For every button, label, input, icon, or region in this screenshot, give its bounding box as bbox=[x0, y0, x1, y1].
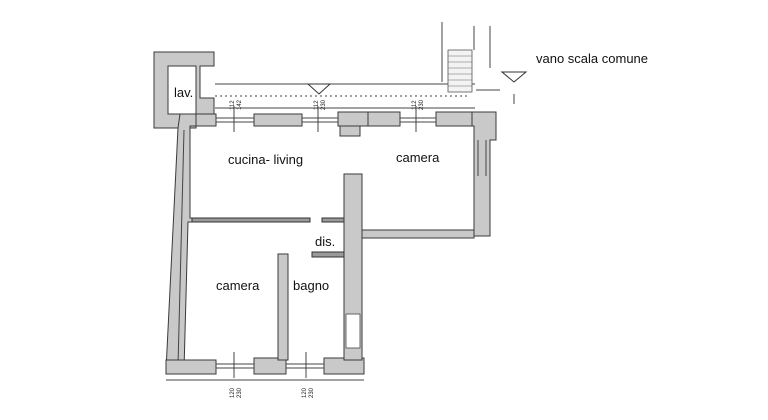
window-dim-bottom-right-b: 230 bbox=[309, 387, 315, 398]
window-dim-bottom-right-a: 120 bbox=[302, 387, 308, 398]
window-dim-top-left-a: 112 bbox=[230, 100, 236, 110]
window-dim-bottom-left-b: 230 bbox=[237, 387, 243, 398]
room-label-camera-top: camera bbox=[396, 150, 440, 165]
right-wall bbox=[471, 111, 497, 237]
stair-hatching bbox=[441, 22, 515, 104]
bottom-wall bbox=[165, 357, 365, 381]
level-marker-corridor bbox=[306, 83, 332, 95]
level-marker-stair bbox=[500, 71, 528, 83]
window-dim-top-left-b: 142 bbox=[237, 99, 243, 110]
label-vano-scala-comune: vano scala comune bbox=[536, 51, 648, 66]
top-wall bbox=[189, 111, 475, 137]
room-label-bagno: bagno bbox=[293, 278, 329, 293]
window-dim-bottom-left-a: 120 bbox=[230, 387, 236, 398]
window-dim-top-mid-b: 230 bbox=[321, 99, 327, 110]
room-label-lav: lav. bbox=[174, 85, 193, 100]
room-label-cucina-living: cucina- living bbox=[228, 152, 303, 167]
bottom-windows bbox=[216, 352, 324, 378]
window-dim-top-mid-a: 112 bbox=[314, 100, 320, 110]
room-label-camera-bottom: camera bbox=[216, 278, 260, 293]
top-windows bbox=[216, 106, 436, 132]
window-dim-top-right-b: 230 bbox=[419, 99, 425, 110]
corridor-strip bbox=[215, 83, 475, 109]
window-dim-top-right-a: 112 bbox=[412, 100, 418, 110]
interior-walls bbox=[191, 173, 475, 361]
room-label-dis: dis. bbox=[315, 234, 335, 249]
